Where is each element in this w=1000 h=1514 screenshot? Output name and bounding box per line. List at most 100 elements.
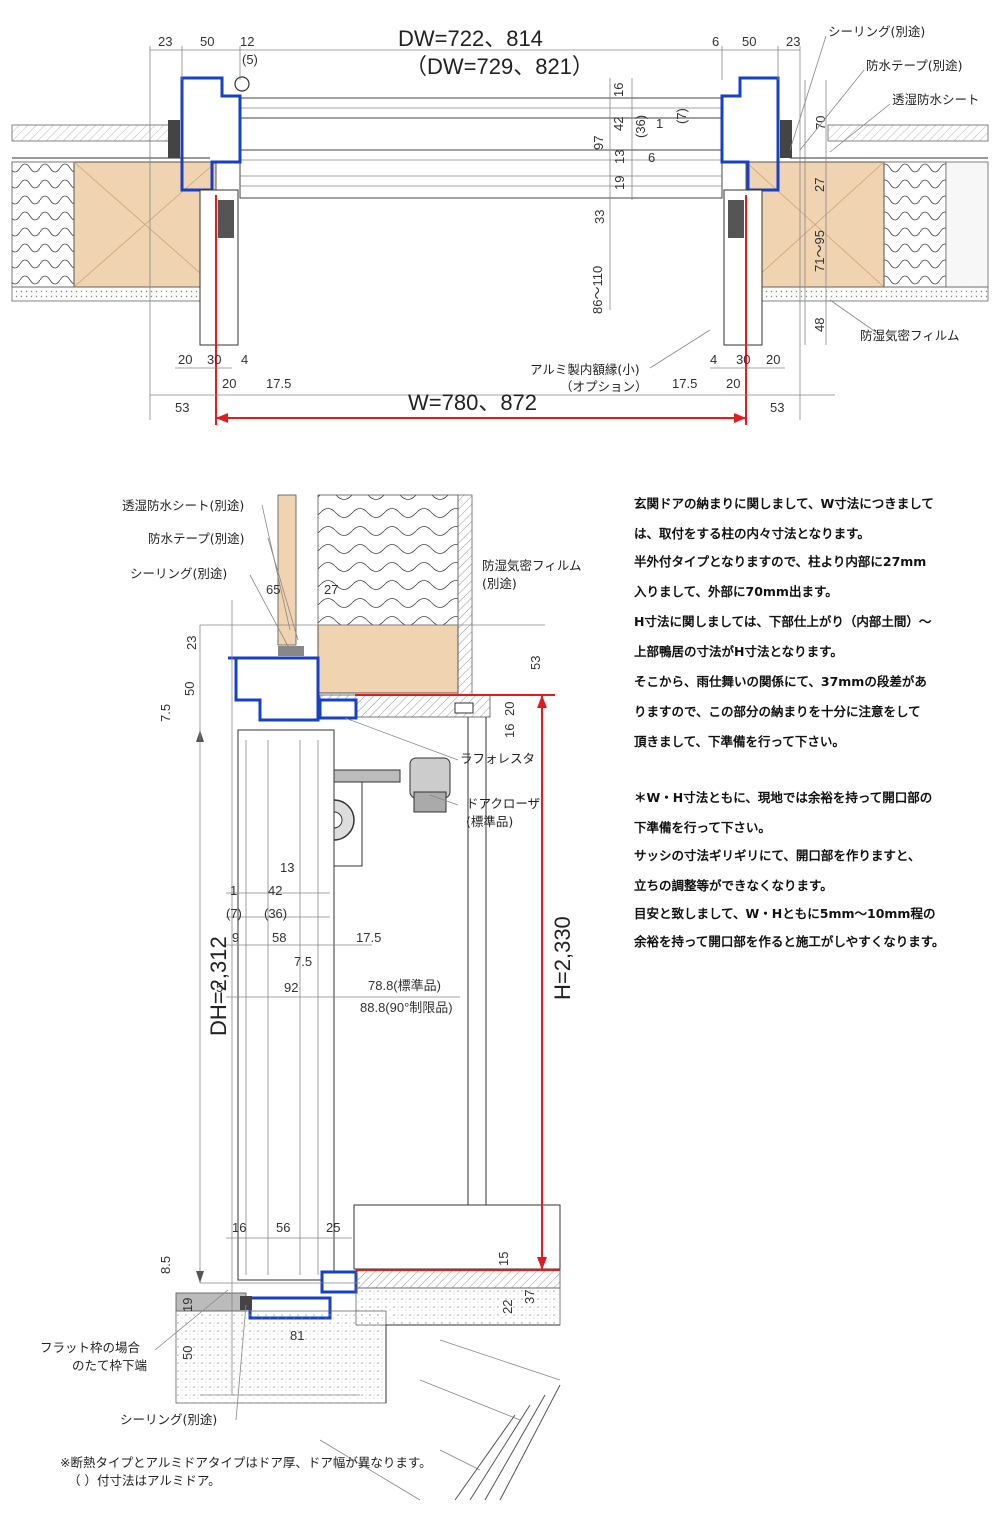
head-frame bbox=[228, 656, 320, 722]
note-line: は、取付をする柱の内々寸法となります。 bbox=[634, 526, 870, 541]
dim-text: 6 bbox=[648, 150, 655, 165]
insulation bbox=[317, 494, 459, 626]
dim-text: 4 bbox=[241, 352, 248, 367]
dim-text: 19 bbox=[180, 1298, 195, 1312]
dim-text: 42 bbox=[611, 117, 626, 131]
note-line: 入りまして、外部に70mm出ます。 bbox=[634, 584, 838, 599]
dim-text: (5) bbox=[242, 52, 258, 67]
dim-text: 13 bbox=[612, 150, 627, 164]
dim-text: 86～110 bbox=[590, 266, 605, 314]
dim-text: 25 bbox=[326, 1220, 340, 1235]
dim-text: 7.5 bbox=[158, 704, 173, 722]
dim-text: 1 bbox=[656, 116, 663, 131]
insulation-right bbox=[883, 161, 947, 288]
dim-text: 30 bbox=[736, 352, 750, 367]
dim-text: 81 bbox=[290, 1328, 304, 1343]
dim-text: 16 bbox=[232, 1220, 246, 1235]
dim-text: 78.8(標準品) bbox=[368, 978, 441, 993]
concrete-foundation bbox=[175, 1310, 387, 1404]
callout-film: 防湿気密フィルム bbox=[860, 328, 960, 343]
w-label: W=780、872 bbox=[408, 390, 537, 415]
exterior-siding bbox=[277, 494, 297, 646]
dw-label: DW=722、814 bbox=[398, 26, 543, 51]
label-film: 防湿気密フィルム bbox=[482, 558, 582, 573]
dim-text: 50 bbox=[180, 1346, 195, 1360]
note-line: サッシの寸法ギリギリにて、開口部を作りますと、 bbox=[634, 848, 920, 863]
note-line: 下準備を行って下さい。 bbox=[634, 820, 771, 835]
label-closer: ドアクローザ bbox=[466, 796, 540, 811]
dim-text: 23 bbox=[184, 636, 199, 650]
dim-text: 23 bbox=[786, 34, 800, 49]
dim-text: 20 bbox=[222, 376, 236, 391]
dim-text: 48 bbox=[812, 318, 827, 332]
callout-tape: 防水テープ(別途) bbox=[866, 58, 963, 73]
frame-left bbox=[180, 76, 242, 192]
dim-text: 42 bbox=[268, 883, 282, 898]
note-line: 目安と致しまして、W・Hともに5mm～10mm程の bbox=[634, 906, 935, 921]
dim-text: 88.8(90°制限品) bbox=[360, 1000, 453, 1015]
insulation-left bbox=[11, 161, 75, 288]
label-film-sub: (別途) bbox=[482, 576, 517, 591]
dim-text: 71～95 bbox=[812, 230, 827, 272]
dim-text: 27 bbox=[812, 178, 827, 192]
frame-right bbox=[720, 76, 780, 192]
siding-right bbox=[827, 124, 989, 142]
footnote-2: （ ）付寸法はアルミドア。 bbox=[68, 1473, 221, 1488]
dim-text: 1 bbox=[230, 883, 237, 898]
dim-text: 50 bbox=[200, 34, 214, 49]
dim-text: 20 bbox=[766, 352, 780, 367]
callout-sealing: シーリング(別途) bbox=[828, 24, 925, 39]
dim-text: 92 bbox=[284, 980, 298, 995]
h-label: H=2,330 bbox=[550, 916, 575, 1000]
callout-option: （オプション） bbox=[560, 379, 648, 394]
hinge-icon bbox=[234, 76, 250, 92]
dim-text: 4 bbox=[710, 352, 717, 367]
dim-text: 27 bbox=[324, 582, 338, 597]
dim-text: 97 bbox=[591, 136, 606, 150]
dim-text: 16 bbox=[611, 83, 626, 97]
dim-text: 65 bbox=[266, 582, 280, 597]
dim-text: 53 bbox=[528, 656, 543, 670]
note-line: H寸法に関しましては、下部仕上がり（内部土間）～ bbox=[634, 614, 932, 629]
note-line: 玄関ドアの納まりに関しまして、W寸法につきまして bbox=[634, 496, 934, 511]
dim-text: 58 bbox=[272, 930, 286, 945]
interior-floor bbox=[355, 1269, 561, 1289]
dim-text: 17.5 bbox=[356, 930, 381, 945]
dim-text: 33 bbox=[592, 210, 607, 224]
dim-text: 5 bbox=[216, 980, 223, 995]
label-tape: 防水テープ(別途) bbox=[148, 531, 245, 546]
note-line: 余裕を持って開口部を作ると施工がしやすくなります。 bbox=[633, 934, 945, 949]
dim-text: 17.5 bbox=[266, 376, 291, 391]
dim-text: 56 bbox=[276, 1220, 290, 1235]
dim-text: 30 bbox=[207, 352, 221, 367]
callout-sheet: 透湿防水シート bbox=[892, 92, 980, 107]
dim-text: 53 bbox=[770, 400, 784, 415]
dim-text: 15 bbox=[496, 1252, 511, 1266]
dim-text: 8.5 bbox=[158, 1256, 173, 1274]
dim-text: (36) bbox=[633, 115, 648, 138]
note-line: りますので、この部分の納まりを十分に注意をして bbox=[634, 704, 921, 719]
dim-text: 20 bbox=[726, 376, 740, 391]
dim-text: 9 bbox=[232, 930, 239, 945]
dw-alu-label: （DW=729、821） bbox=[405, 54, 594, 79]
dim-text: 50 bbox=[182, 682, 197, 696]
note-line: 半外付タイプとなりますので、柱より内部に27mm bbox=[634, 554, 926, 569]
dim-text: 16 bbox=[502, 724, 517, 738]
label-flat: フラット枠の場合 bbox=[40, 1340, 141, 1355]
plan-drawing: 23 50 12 (5) 6 50 23 DW=722、814 （DW=729、… bbox=[11, 24, 989, 425]
door-leaf-section bbox=[237, 729, 335, 1281]
dh-label: DH=2,312 bbox=[206, 936, 231, 1036]
dim-text: 22 bbox=[500, 1300, 515, 1314]
label-sheet: 透湿防水シート(別途) bbox=[122, 498, 244, 513]
dim-text: 53 bbox=[175, 400, 189, 415]
label-closer-sub: (標準品) bbox=[466, 814, 513, 829]
dim-text: 7.5 bbox=[294, 954, 312, 969]
label-flat-sub: のたて枠下端 bbox=[72, 1358, 147, 1373]
dim-text: 23 bbox=[158, 34, 172, 49]
dim-text: 37 bbox=[522, 1290, 537, 1304]
label-rafore: ラフォレスタ bbox=[460, 751, 535, 766]
dim-text: 12 bbox=[240, 34, 254, 49]
footnote-1: ※断熱タイプとアルミドアタイプはドア厚、ドア幅が異なります。 bbox=[60, 1455, 432, 1470]
dim-text: (36) bbox=[264, 906, 287, 921]
dim-text: 20 bbox=[502, 702, 517, 716]
